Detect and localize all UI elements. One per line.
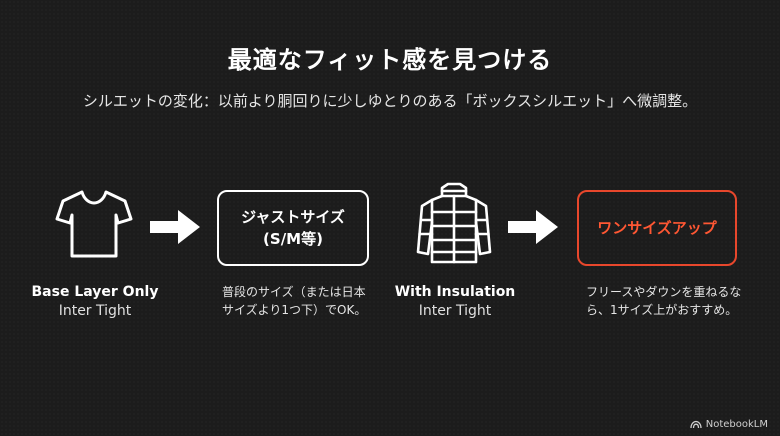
- size-up-box: ワンサイズアップ: [577, 190, 737, 266]
- size-up-desc-line-1: フリースやダウンを重ねるな: [586, 285, 742, 299]
- base-layer-font: Inter Tight: [58, 303, 132, 319]
- notebooklm-watermark: NotebookLM: [690, 419, 768, 430]
- size-up-description: フリースやダウンを重ねるな ら、1サイズ上がおすすめ。: [586, 283, 746, 319]
- notebooklm-label: NotebookLM: [705, 419, 768, 430]
- size-up-desc-line-2: ら、1サイズ上がおすすめ。: [586, 303, 738, 317]
- insulation-label: With Insulation Inter Tight: [380, 283, 530, 321]
- size-up-label: ワンサイズアップ: [597, 219, 717, 237]
- insulation-font: Inter Tight: [418, 303, 492, 319]
- slide-title: 最適なフィット感を見つける: [227, 46, 553, 74]
- just-size-label: ジャストサイズ: [241, 208, 345, 226]
- slide-subtitle: シルエットの変化：以前より胴回りに少しゆとりのある「ボックスシルエット」へ微調整…: [82, 92, 698, 110]
- just-size-desc-line-2: サイズより1つ下）でOK。: [222, 303, 367, 317]
- just-size-desc-line-1: 普段のサイズ（または日本: [222, 285, 366, 299]
- arrow-right-icon: [150, 210, 200, 244]
- tshirt-icon: [55, 190, 133, 258]
- base-layer-title: Base Layer Only: [31, 284, 159, 300]
- just-size-box: ジャストサイズ (S/M等): [217, 190, 369, 266]
- puffer-jacket-icon: [416, 182, 492, 264]
- just-size-description: 普段のサイズ（または日本 サイズより1つ下）でOK。: [222, 283, 372, 319]
- base-layer-label: Base Layer Only Inter Tight: [20, 283, 170, 321]
- arrow-right-icon: [508, 210, 558, 244]
- insulation-title: With Insulation: [394, 284, 516, 300]
- notebooklm-logo-icon: [690, 420, 702, 429]
- just-size-example: (S/M等): [263, 230, 323, 248]
